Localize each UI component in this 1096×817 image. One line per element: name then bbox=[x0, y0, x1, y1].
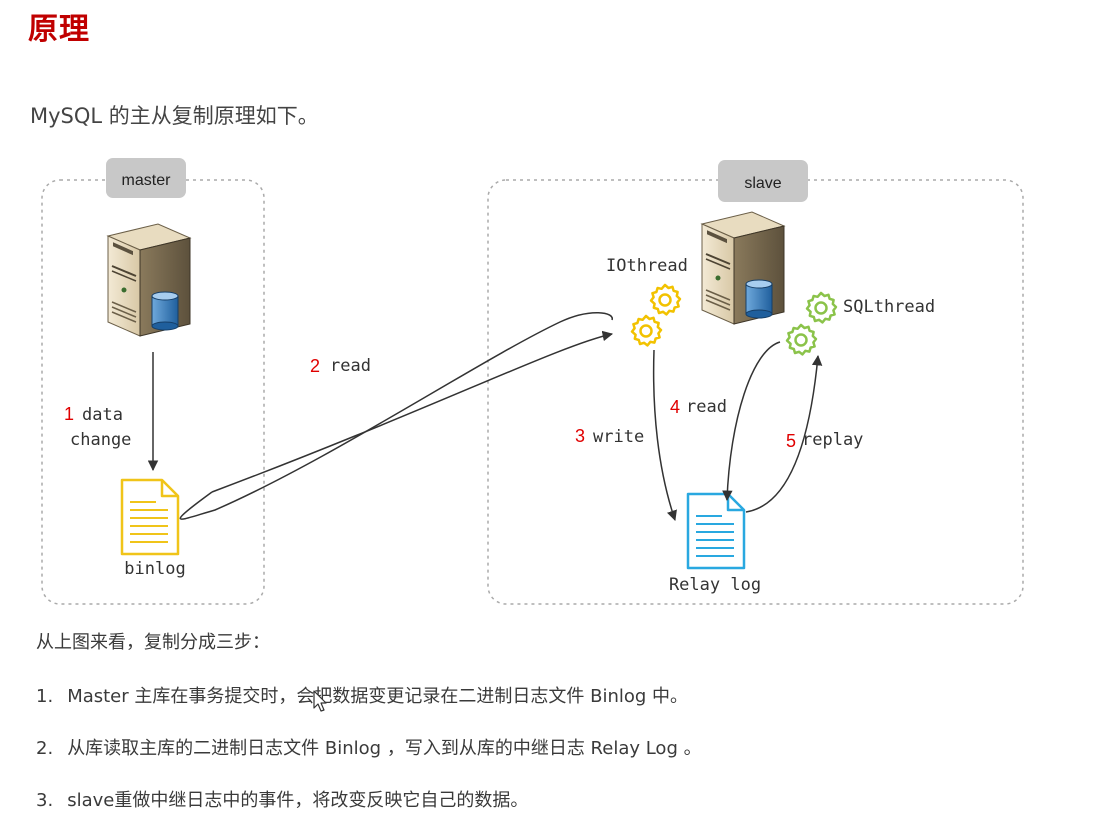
io-thread-label: IOthread bbox=[606, 256, 688, 276]
step-5-text: replay bbox=[802, 430, 863, 450]
sql-read-arrow bbox=[722, 341, 781, 502]
binlog-label: binlog bbox=[124, 559, 185, 579]
step-item: 2. 从库读取主库的二进制日志文件 Binlog ，写入到从库的中继日志 Rela… bbox=[36, 734, 702, 760]
relay-log-file-icon bbox=[686, 492, 746, 570]
step-1-number: 1 bbox=[64, 404, 74, 424]
binlog-file-icon bbox=[120, 478, 180, 556]
binlog-loop-curve bbox=[179, 312, 613, 520]
step-text: 从库读取主库的二进制日志文件 Binlog ，写入到从库的中继日志 Relay … bbox=[67, 738, 702, 759]
step-number: 1. bbox=[36, 686, 54, 707]
step-4-number: 4 bbox=[670, 397, 680, 417]
steps-summary: 从上图来看，复制分成三步： bbox=[36, 632, 270, 653]
step-4-text: read bbox=[686, 397, 727, 417]
step-text: slave重做中继日志中的事件，将改变反映它自己的数据。 bbox=[67, 790, 529, 811]
step-1-text-line-1: data bbox=[82, 405, 123, 425]
slave-label: slave bbox=[744, 175, 781, 192]
step-1-text-line-2: change bbox=[70, 430, 131, 450]
intro-text: MySQL 的主从复制原理如下。 bbox=[30, 104, 319, 128]
page-title: 原理 bbox=[28, 12, 90, 47]
slave-container bbox=[487, 179, 1024, 605]
sql-thread-gear-icon bbox=[785, 291, 838, 356]
master-server-icon bbox=[107, 223, 191, 337]
step-3-text: write bbox=[593, 427, 644, 447]
write-arrow bbox=[652, 349, 677, 521]
read-binlog-arrow bbox=[211, 330, 614, 493]
step-5-number: 5 bbox=[786, 431, 796, 451]
step-item: 3. slave重做中继日志中的事件，将改变反映它自己的数据。 bbox=[36, 786, 528, 812]
step-number: 2. bbox=[36, 738, 54, 759]
step-number: 3. bbox=[36, 790, 54, 811]
slave-tag bbox=[718, 160, 808, 202]
step-2-text: read bbox=[330, 356, 371, 376]
slave-server-icon bbox=[701, 211, 785, 325]
master-label: master bbox=[122, 172, 172, 189]
io-thread-gear-icon bbox=[630, 283, 682, 347]
step-item: 1. Master 主库在事务提交时，会把数据变更记录在二进制日志文件 Binlo… bbox=[36, 682, 688, 708]
sql-thread-label: SQLthread bbox=[843, 297, 935, 317]
relay-log-label: Relay log bbox=[669, 575, 761, 595]
mouse-cursor-icon bbox=[313, 690, 327, 712]
step-text: Master 主库在事务提交时，会把数据变更记录在二进制日志文件 Binlog … bbox=[67, 686, 689, 707]
step-2-number: 2 bbox=[310, 356, 320, 376]
step-3-number: 3 bbox=[575, 426, 585, 446]
replay-arrow bbox=[745, 354, 823, 513]
master-tag bbox=[106, 158, 186, 198]
